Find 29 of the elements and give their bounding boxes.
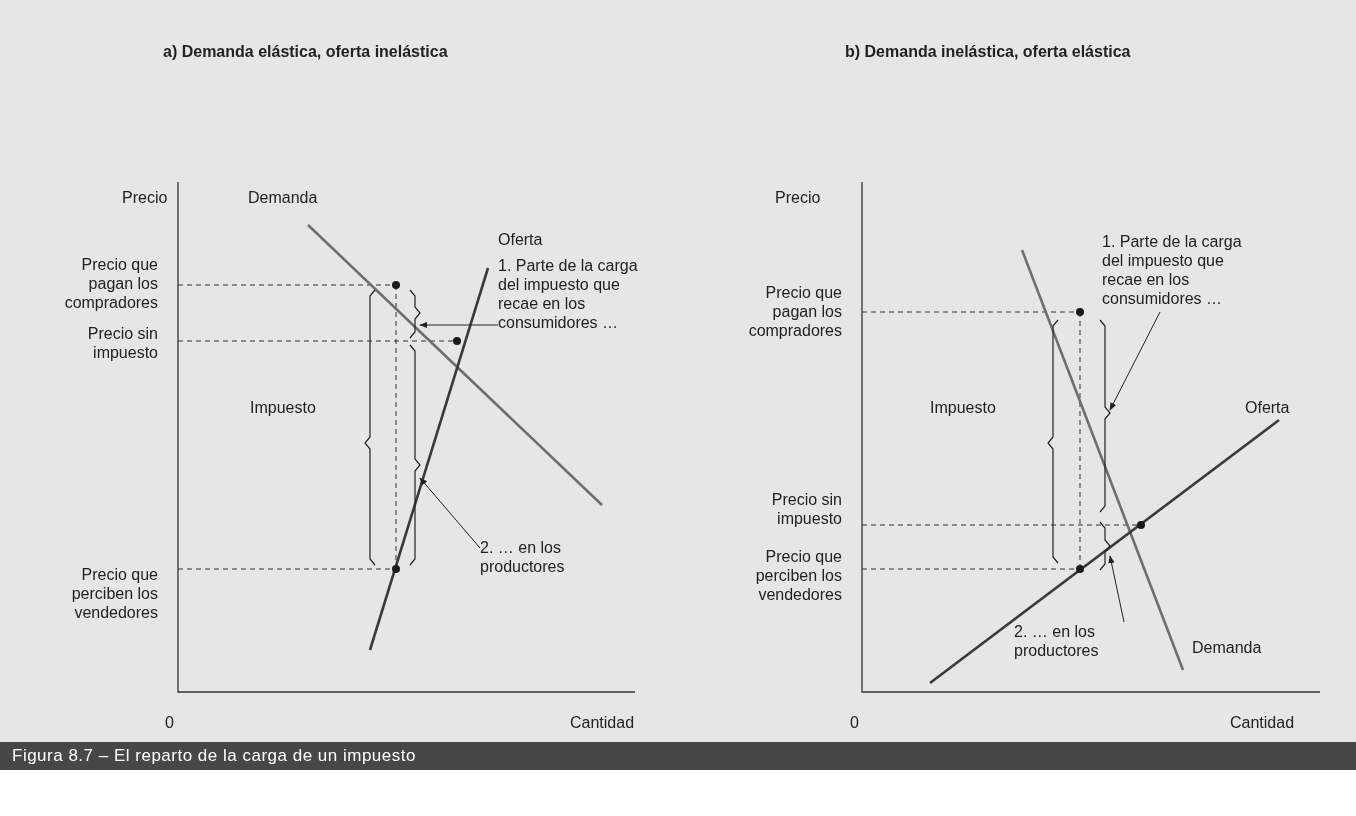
price-label: Precio que perciben los vendedores bbox=[70, 565, 158, 622]
price-label: Precio que pagan los compradores bbox=[747, 283, 842, 340]
callout-text: 2. … en los productores bbox=[480, 538, 590, 578]
price-label: Precio sin impuesto bbox=[770, 490, 842, 528]
leader-arrow bbox=[1109, 311, 1161, 411]
curve-label: Demanda bbox=[1192, 638, 1263, 657]
curve-label: Oferta bbox=[1245, 398, 1291, 417]
callout-text: 1. Parte de la carga del impuesto que recae en los consumidores … bbox=[498, 256, 658, 336]
axis-label: Cantidad bbox=[1230, 713, 1296, 732]
panel-title: b) Demanda inelástica, oferta elástica bbox=[845, 42, 1132, 61]
tax-label: Impuesto bbox=[930, 398, 997, 417]
leader-arrow bbox=[1108, 555, 1125, 623]
axis-label: Precio bbox=[122, 188, 169, 207]
tax-label: Impuesto bbox=[250, 398, 317, 417]
panel-title: a) Demanda elástica, oferta inelástica bbox=[163, 42, 449, 61]
price-label: Precio que perciben los vendedores bbox=[754, 547, 842, 604]
axis-label: Precio bbox=[775, 188, 822, 207]
curve-label: Oferta bbox=[498, 230, 544, 249]
figure-caption: Figura 8.7 – El reparto de la carga de un impuesto bbox=[0, 742, 1356, 770]
curve-label: Demanda bbox=[248, 188, 319, 207]
axis-origin-label: 0 bbox=[850, 713, 860, 732]
price-label: Precio que pagan los compradores bbox=[63, 255, 158, 312]
axis-label: Cantidad bbox=[570, 713, 636, 732]
leader-arrow bbox=[419, 477, 481, 549]
callout-text: 2. … en los productores bbox=[1014, 622, 1124, 662]
leader-arrow bbox=[419, 321, 499, 329]
callout-text: 1. Parte de la carga del impuesto que recae en los consumidores … bbox=[1102, 232, 1262, 312]
axis-origin-label: 0 bbox=[165, 713, 175, 732]
price-label: Precio sin impuesto bbox=[86, 324, 158, 362]
